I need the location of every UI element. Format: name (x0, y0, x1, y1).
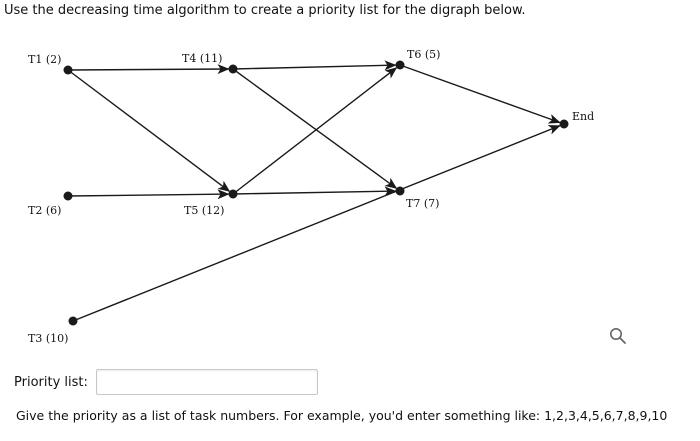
question-prompt: Use the decreasing time algorithm to cre… (4, 3, 526, 18)
node-label-t2: T2 (6) (28, 204, 61, 217)
node-label-t6: T6 (5) (407, 48, 440, 61)
edge-t5-to-t7 (232, 186, 397, 197)
task-digraph: T1 (2) T4 (11) T6 (5) End T2 (6) T5 (12) T7 (7… (28, 48, 594, 345)
node-t1 (63, 65, 73, 75)
node-t6 (395, 60, 405, 70)
node-label-end: End (572, 110, 594, 123)
node-t2 (63, 191, 73, 201)
edge-t2-to-t5 (67, 189, 230, 200)
edge-t4-to-t6 (232, 60, 397, 71)
node-end (559, 119, 569, 129)
node-label-t5: T5 (12) (184, 204, 224, 217)
priority-list-row: Priority list: (14, 367, 318, 397)
priority-list-input[interactable] (95, 369, 318, 395)
node-label-t1: T1 (2) (28, 53, 61, 66)
node-t7 (395, 186, 405, 196)
node-layer (63, 60, 569, 326)
priority-list-label: Priority list: (14, 374, 88, 390)
edge-t6-to-end (399, 64, 561, 124)
edge-t5-to-t6 (232, 67, 398, 195)
node-t4 (228, 64, 238, 74)
node-label-t7: T7 (7) (406, 197, 439, 210)
node-t3 (68, 316, 78, 326)
edge-layer (67, 60, 561, 322)
search-icon[interactable] (608, 326, 628, 346)
edge-t3-to-end (72, 125, 561, 322)
answer-format-hint: Give the priority as a list of task numb… (16, 408, 668, 423)
edge-t1-to-t5 (67, 69, 231, 192)
edge-t1-to-t4 (67, 64, 230, 75)
node-label-t4: T4 (11) (182, 52, 222, 65)
node-t5 (228, 189, 238, 199)
label-layer: T1 (2) T4 (11) T6 (5) End T2 (6) T5 (12) T7 (7… (28, 48, 594, 345)
node-label-t3: T3 (10) (28, 332, 68, 345)
edge-t4-to-t7 (232, 68, 398, 189)
